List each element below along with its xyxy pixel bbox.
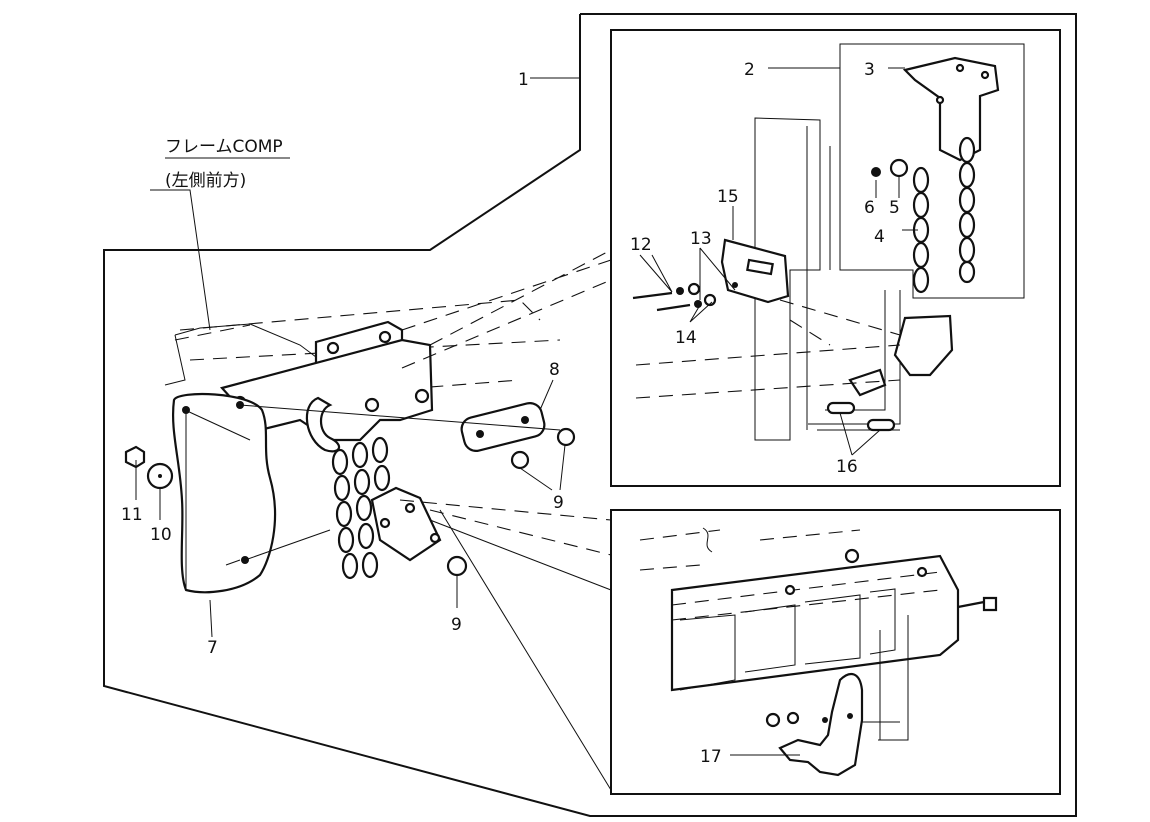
callout-1: 1 [518, 70, 529, 90]
callout-16: 16 [836, 457, 858, 477]
callout-6: 6 [864, 198, 875, 218]
callout-9a: 9 [553, 493, 564, 513]
title-line1: フレームCOMP [165, 137, 283, 157]
assembly-outline [103, 13, 1077, 817]
callout-14: 14 [675, 328, 697, 348]
hook-17 [778, 672, 864, 777]
upper-inset-parts [530, 43, 1025, 456]
callout-2: 2 [744, 60, 755, 80]
plate-8 [460, 402, 546, 452]
side-plate-7 [171, 392, 277, 594]
callout-7: 7 [207, 638, 218, 658]
callout-3: 3 [864, 60, 875, 80]
nut-11 [124, 445, 146, 469]
callout-4: 4 [874, 227, 885, 247]
callout-11: 11 [121, 505, 143, 525]
inset-box-lower [610, 509, 1061, 795]
callout-10: 10 [150, 525, 172, 545]
inset-box-upper [610, 29, 1061, 487]
main-frame-assembly [124, 249, 612, 791]
callout-5: 5 [889, 198, 900, 218]
lower-inset-parts [639, 527, 998, 777]
callout-8: 8 [549, 360, 560, 380]
chain-left [331, 436, 391, 580]
callout-15: 15 [717, 187, 739, 207]
callout-13: 13 [690, 229, 712, 249]
callout-12: 12 [630, 235, 652, 255]
callout-9b: 9 [451, 615, 462, 635]
title-line2: (左側前方) [165, 171, 246, 191]
title-leader [150, 157, 290, 331]
callout-17: 17 [700, 747, 722, 767]
chain-4 [912, 136, 976, 294]
